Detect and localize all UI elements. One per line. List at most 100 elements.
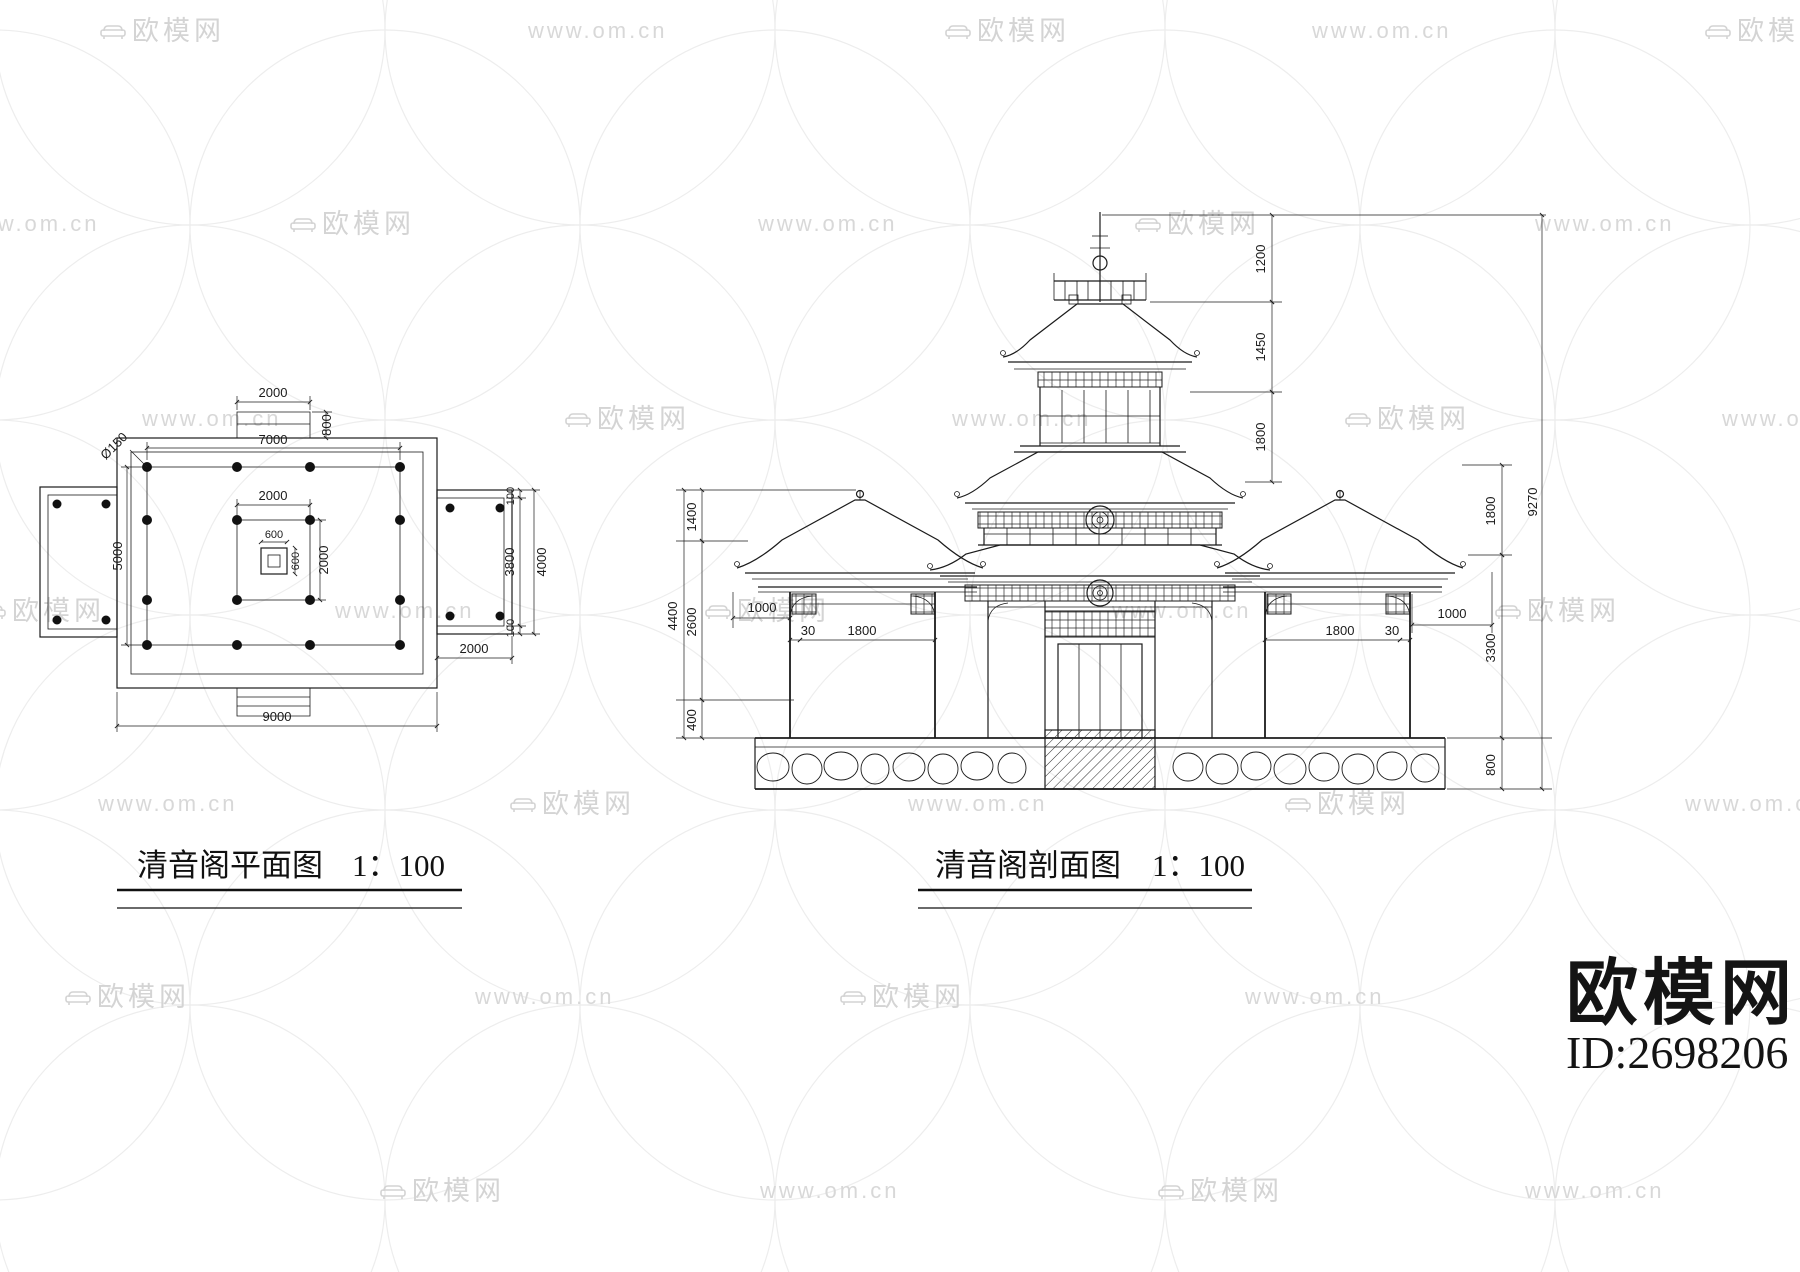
brand-logo-text: 欧模网 <box>1566 954 1797 1034</box>
watermark-brand: 欧模网 <box>1377 404 1470 434</box>
section-foundation <box>754 729 1446 790</box>
dim-label: 400 <box>684 709 699 731</box>
section-title: 清音阁剖面图 <box>935 848 1121 883</box>
dim-label: 3800 <box>502 548 517 577</box>
dim-label: 800 <box>319 414 334 436</box>
dim-label: 3300 <box>1483 634 1498 663</box>
watermark-url: www.om.cn <box>757 211 897 236</box>
sofa-icon <box>290 218 316 233</box>
sofa-icon <box>1158 1185 1184 1200</box>
watermark-url: www.om.cn <box>527 18 667 43</box>
section-top-railing <box>1053 273 1147 301</box>
dim-label: 1800 <box>1483 497 1498 526</box>
plan-hall-inner <box>130 451 424 675</box>
plan-left-wing <box>39 486 118 638</box>
sofa-icon <box>1285 798 1311 813</box>
dim-label: 2000 <box>460 641 489 656</box>
sofa-icon <box>65 991 91 1006</box>
dim-label: 1800 <box>1326 623 1355 638</box>
section-right-pavilion <box>1214 489 1466 738</box>
plan-center-column <box>267 554 281 568</box>
watermark-url: www.om.cn <box>759 1178 899 1203</box>
section-body-2 <box>977 505 1223 546</box>
plan-right-wing <box>436 489 513 635</box>
section-roof-3 <box>927 544 1273 607</box>
watermark-url: www.om.cn <box>907 791 1047 816</box>
sofa-icon <box>1135 218 1161 233</box>
plan-top-platform <box>236 411 311 438</box>
brand-logo-id: ID:2698206 <box>1566 1027 1788 1078</box>
dim-label: 4400 <box>665 602 680 631</box>
dim-label: 600 <box>290 552 302 570</box>
dim-label: 1400 <box>684 503 699 532</box>
watermark-url: www.om.cn <box>1524 1178 1664 1203</box>
dim-label: 1000 <box>1438 606 1467 621</box>
plan-dimension-lines <box>114 399 537 729</box>
watermark-url: www.om.cn <box>1244 984 1384 1009</box>
sofa-icon <box>1345 413 1371 428</box>
dim-label: 9000 <box>263 709 292 724</box>
foundation-pier-hatched <box>1044 729 1156 790</box>
sofa-icon <box>100 25 126 40</box>
plan-title: 清音阁平面图 <box>137 848 323 883</box>
watermark-url: www.om.cn <box>1721 406 1800 431</box>
dim-label: 1000 <box>748 600 777 615</box>
watermark-brand: 欧模网 <box>132 16 225 46</box>
sofa-icon <box>1495 605 1521 620</box>
watermark-url: www.om.cn <box>1534 211 1674 236</box>
watermark-brand: 欧模网 <box>322 209 415 239</box>
dim-label: 600 <box>265 529 283 541</box>
watermark-url: www.om.cn <box>97 791 237 816</box>
plan-scale: 1：100 <box>352 848 445 883</box>
sofa-icon <box>0 605 6 620</box>
dim-label: 9270 <box>1525 488 1540 517</box>
watermark-url: www.om.cn <box>1684 791 1800 816</box>
watermark-url: www.om.cn <box>951 406 1091 431</box>
watermark-brand: 欧模网 <box>1190 1176 1283 1206</box>
sofa-icon <box>510 798 536 813</box>
section-roof-2 <box>954 451 1246 510</box>
watermark-brand: 欧模网 <box>1317 789 1410 819</box>
section-roof-1 <box>1000 294 1200 370</box>
section-extension-lines <box>676 214 1552 790</box>
floor-plan: 2000 800 7000 Ø150 5000 100 3800 100 400… <box>39 385 549 732</box>
section-dimension-labels: 1200 1450 1800 1800 3300 800 9270 4400 1… <box>665 245 1540 776</box>
dim-label: 30 <box>801 623 815 638</box>
watermark-brand: 欧模网 <box>542 789 635 819</box>
brand-logo: 欧模网 ID:2698206 <box>1566 954 1797 1078</box>
section-body-1 <box>1014 371 1186 453</box>
plan-title-block: 清音阁平面图 1：100 <box>117 848 462 909</box>
watermark-brand: 欧模网 <box>1527 596 1620 626</box>
sofa-icon <box>705 605 731 620</box>
section-ground-floor <box>987 600 1213 739</box>
watermark-brand-items: 欧模网 欧模网 欧模网 欧模网 欧模网 欧模网 欧模网 欧模网 欧模网 欧模网 … <box>0 16 1800 1206</box>
dim-label: 30 <box>1385 623 1399 638</box>
dim-label: 2000 <box>259 488 288 503</box>
watermark-url: www.om.cn <box>1311 18 1451 43</box>
plan-columns <box>142 462 405 650</box>
watermark-url: www.om.cn <box>474 984 614 1009</box>
dim-label: 1800 <box>1253 423 1268 452</box>
section-dimension-lines <box>681 212 1545 792</box>
watermark-brand: 欧模网 <box>97 982 190 1012</box>
plan-center-base <box>260 547 288 575</box>
watermark-url: www.om.cn <box>141 406 281 431</box>
sofa-icon <box>945 25 971 40</box>
dim-label: 1200 <box>1253 245 1268 274</box>
dim-label: Ø150 <box>97 429 130 462</box>
watermark-brand: 欧模网 <box>1167 209 1260 239</box>
sofa-icon <box>1705 25 1731 40</box>
dim-label: 5000 <box>110 542 125 571</box>
dim-label: 100 <box>505 487 517 505</box>
section-scale: 1：100 <box>1152 848 1245 883</box>
watermark-brand: 欧模网 <box>412 1176 505 1206</box>
plan-bottom-steps <box>236 688 311 717</box>
dim-label: 2600 <box>684 608 699 637</box>
sofa-icon <box>840 991 866 1006</box>
dim-label: 4000 <box>534 548 549 577</box>
watermark-url-items: www.om.cn www.om.cn www.om.cn www.om.cn … <box>0 18 1800 1203</box>
dim-label: 1450 <box>1253 333 1268 362</box>
watermark-brand: 欧模网 <box>1737 16 1800 46</box>
